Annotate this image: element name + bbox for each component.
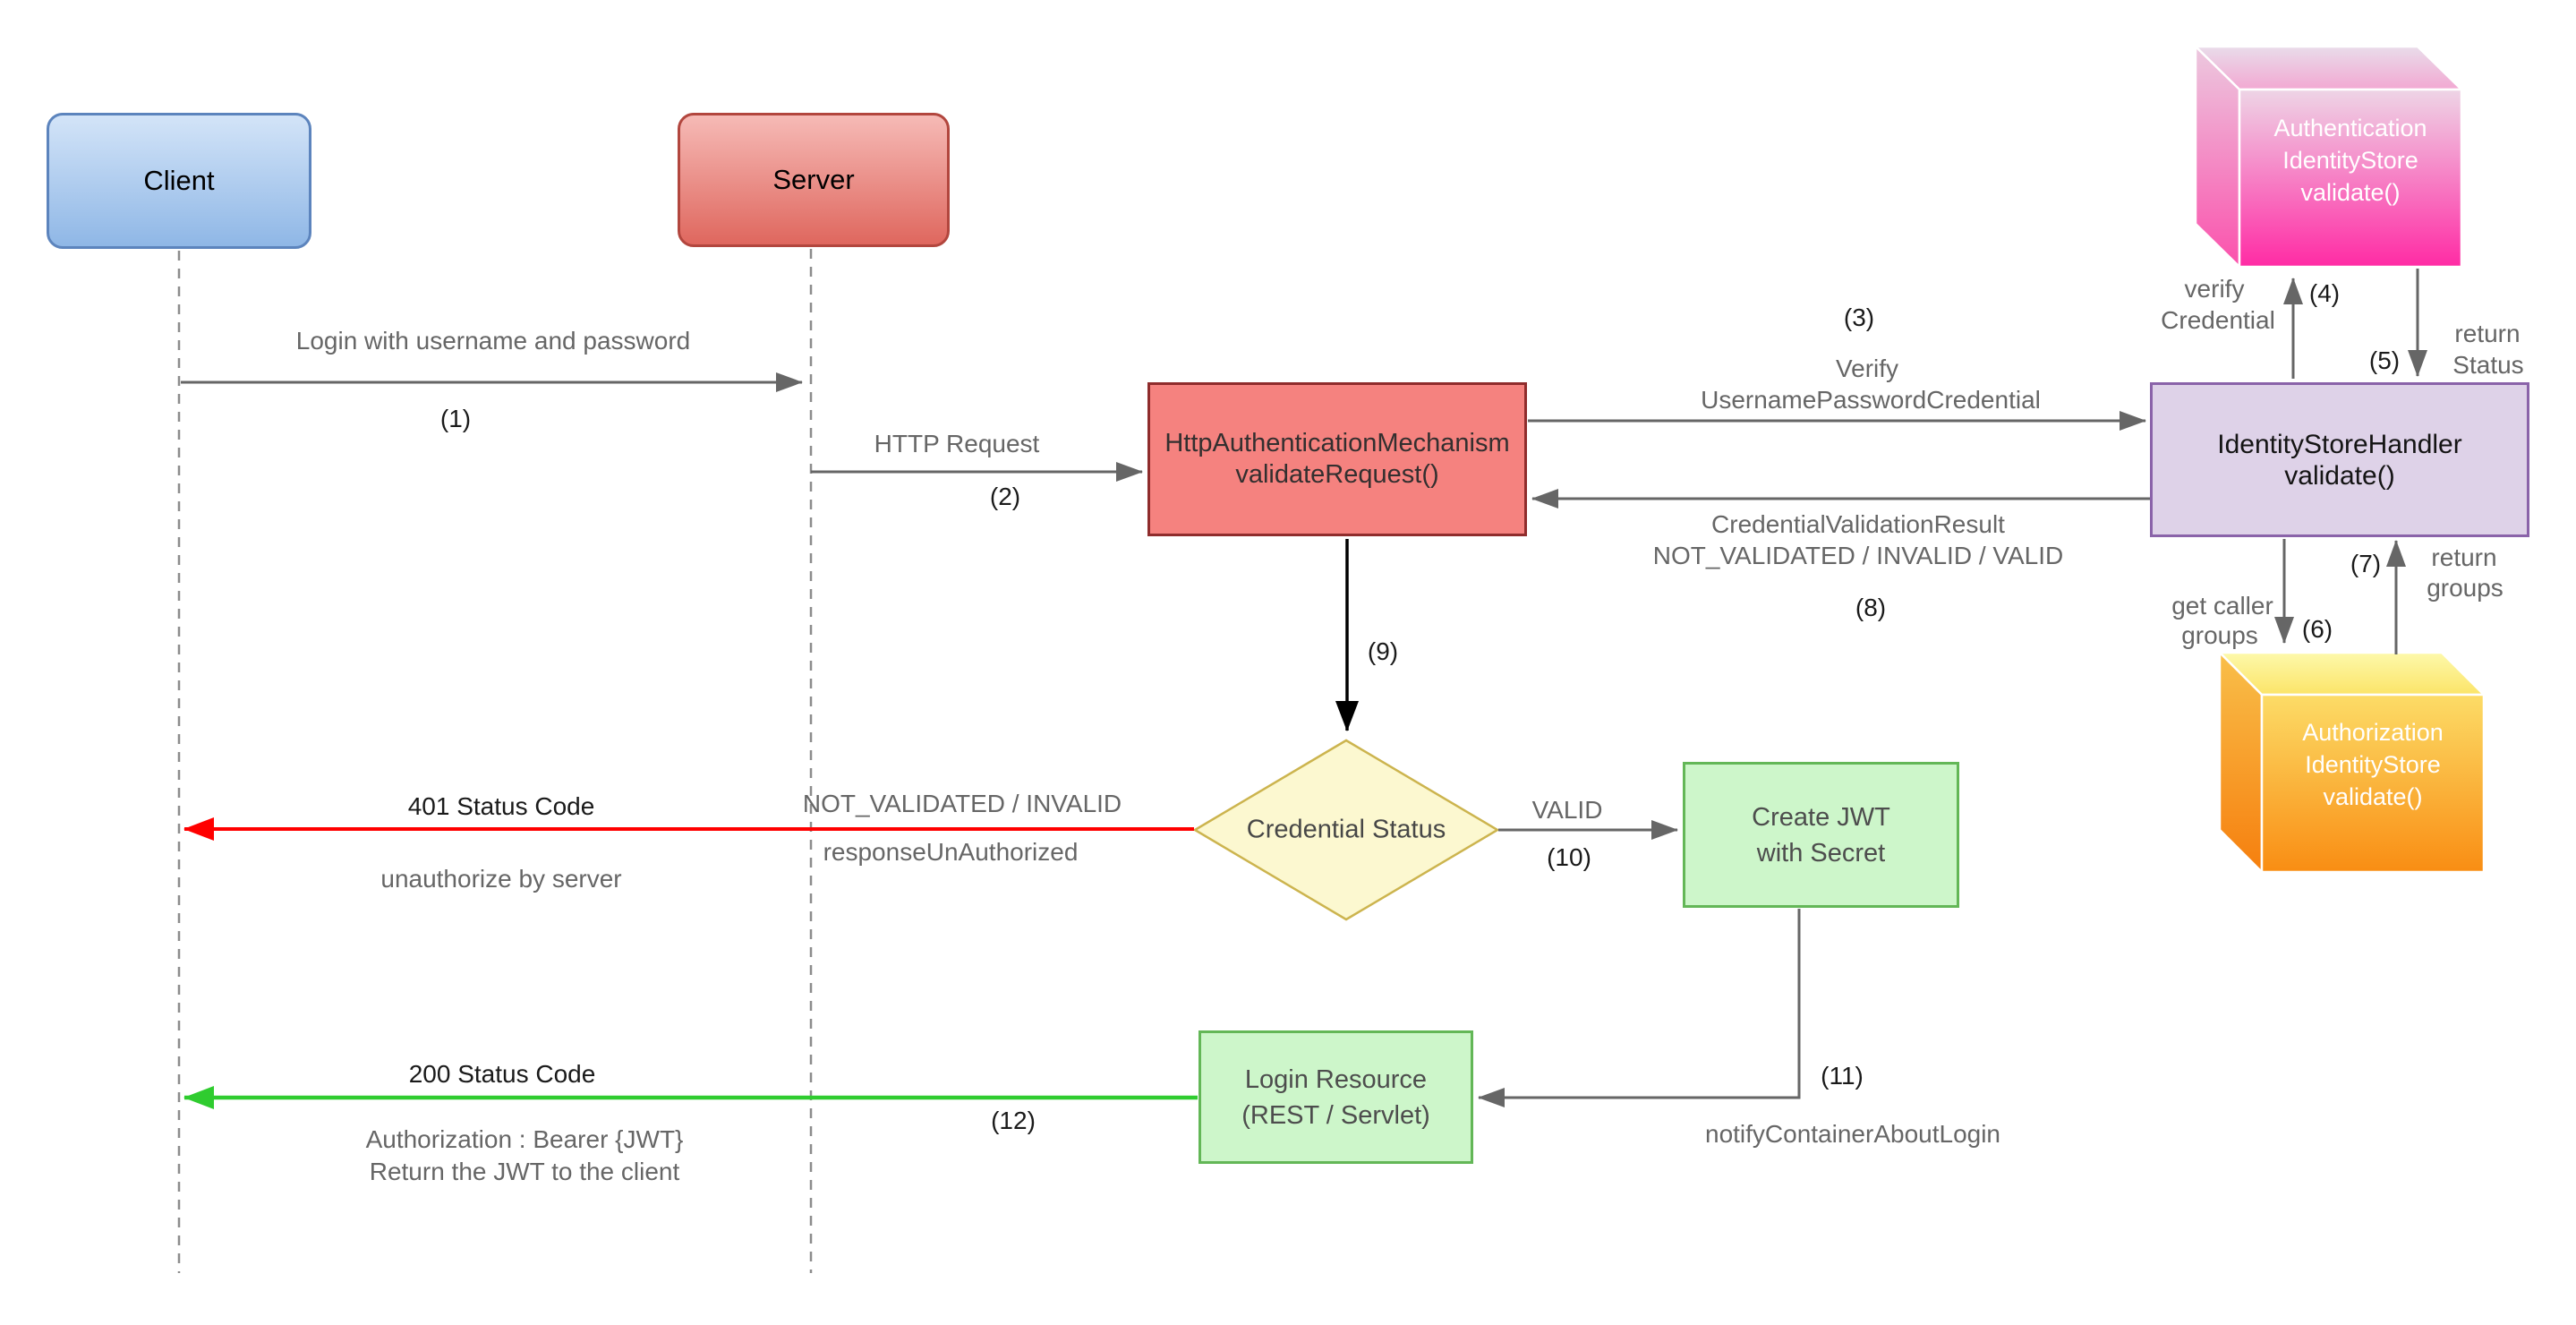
return-jwt-label: Return the JWT to the client bbox=[369, 1158, 680, 1185]
auth-identity-store-text: Authentication IdentityStore validate() bbox=[2239, 112, 2461, 209]
create-jwt-box: Create JWT with Secret bbox=[1683, 762, 1959, 908]
auth-cube-line3: validate() bbox=[2300, 179, 2401, 206]
status-200-label: 200 Status Code bbox=[408, 1060, 596, 1088]
credential-status-diamond bbox=[1192, 739, 1500, 921]
msg11-label: notifyContainerAboutLogin bbox=[1704, 1120, 2001, 1148]
authz-cube-line3: validate() bbox=[2323, 783, 2423, 810]
identity-store-handler-box: IdentityStoreHandler validate() bbox=[2150, 382, 2529, 537]
auth-cube-front-face bbox=[2238, 88, 2463, 269]
msg8-label-line2: NOT_VALIDATED / INVALID / VALID bbox=[1652, 542, 2064, 569]
authz-identity-store-text: Authorization IdentityStore validate() bbox=[2262, 716, 2484, 813]
invalid-branch-line1: NOT_VALIDATED / INVALID bbox=[802, 790, 1122, 817]
msg4-number: (4) bbox=[2308, 279, 2341, 307]
authz-cube-front-face bbox=[2260, 693, 2486, 874]
msg10-label: VALID bbox=[1531, 796, 1603, 824]
msg7-number: (7) bbox=[2350, 550, 2382, 577]
msg5-label-line1: return bbox=[2454, 320, 2521, 347]
authz-cube-line2: IdentityStore bbox=[2305, 751, 2441, 778]
http-auth-line1: HttpAuthenticationMechanism bbox=[1164, 429, 1510, 457]
login-resource-line2: (REST / Servlet) bbox=[1241, 1100, 1430, 1130]
auth-cube-line2: IdentityStore bbox=[2282, 147, 2418, 174]
msg8-number: (8) bbox=[1855, 594, 1887, 621]
msg3-label-line1: Verify bbox=[1835, 355, 1899, 382]
msg8-label-line1: CredentialValidationResult bbox=[1711, 510, 2005, 538]
auth-cube-top-face bbox=[2194, 45, 2463, 91]
msg6-label-line2: groups bbox=[2181, 621, 2258, 649]
handler-line1: IdentityStoreHandler bbox=[2217, 429, 2462, 459]
authz-cube-line1: Authorization bbox=[2302, 719, 2444, 746]
msg7-label-line1: return bbox=[2431, 543, 2497, 571]
bearer-jwt-label: Authorization : Bearer {JWT} bbox=[365, 1125, 684, 1153]
msg5-number: (5) bbox=[2368, 346, 2401, 374]
client-label: Client bbox=[143, 165, 215, 196]
unauthorize-label: unauthorize by server bbox=[380, 865, 622, 893]
msg10-number: (10) bbox=[1547, 843, 1591, 871]
create-jwt-line2: with Secret bbox=[1756, 838, 1886, 868]
msg7-label-line2: groups bbox=[2427, 574, 2503, 602]
create-jwt-line1: Create JWT bbox=[1752, 802, 1890, 832]
msg1-number: (1) bbox=[439, 405, 472, 432]
msg3-number: (3) bbox=[1843, 303, 1875, 331]
invalid-branch-line2: responseUnAuthorized bbox=[823, 838, 1079, 866]
authz-identity-store-cube bbox=[2218, 651, 2486, 874]
authz-cube-top-face bbox=[2218, 651, 2486, 697]
server-actor-box: Server bbox=[678, 113, 950, 247]
msg11-number: (11) bbox=[1821, 1062, 1864, 1090]
msg4-label-line1: verify bbox=[2184, 275, 2245, 303]
msg5-label-line2: Status bbox=[2452, 351, 2524, 379]
msg9-number: (9) bbox=[1367, 637, 1399, 665]
auth-identity-store-cube bbox=[2194, 45, 2463, 269]
server-label: Server bbox=[772, 164, 855, 195]
msg3-label-line2: UsernamePasswordCredential bbox=[1701, 386, 2041, 414]
login-resource-box: Login Resource (REST / Servlet) bbox=[1198, 1030, 1473, 1164]
auth-cube-line1: Authentication bbox=[2273, 115, 2427, 141]
msg12-number: (12) bbox=[991, 1107, 1036, 1134]
status-401-label: 401 Status Code bbox=[407, 792, 595, 820]
login-resource-line1: Login Resource bbox=[1244, 1064, 1428, 1094]
msg2-label: HTTP Request bbox=[874, 430, 1040, 457]
http-auth-line2: validateRequest() bbox=[1235, 460, 1439, 489]
http-authentication-mechanism-box: HttpAuthenticationMechanism validateRequ… bbox=[1147, 382, 1527, 536]
msg1-label: Login with username and password bbox=[295, 327, 691, 355]
handler-line2: validate() bbox=[2284, 460, 2395, 491]
msg6-number: (6) bbox=[2301, 615, 2333, 643]
msg6-label-line1: get caller bbox=[2171, 592, 2273, 620]
credential-status-label: Credential Status bbox=[1246, 815, 1446, 844]
msg4-label-line2: Credential bbox=[2161, 306, 2275, 334]
msg2-number: (2) bbox=[989, 483, 1021, 510]
client-actor-box: Client bbox=[47, 113, 311, 249]
arrow-notify-container bbox=[1478, 909, 1801, 1107]
